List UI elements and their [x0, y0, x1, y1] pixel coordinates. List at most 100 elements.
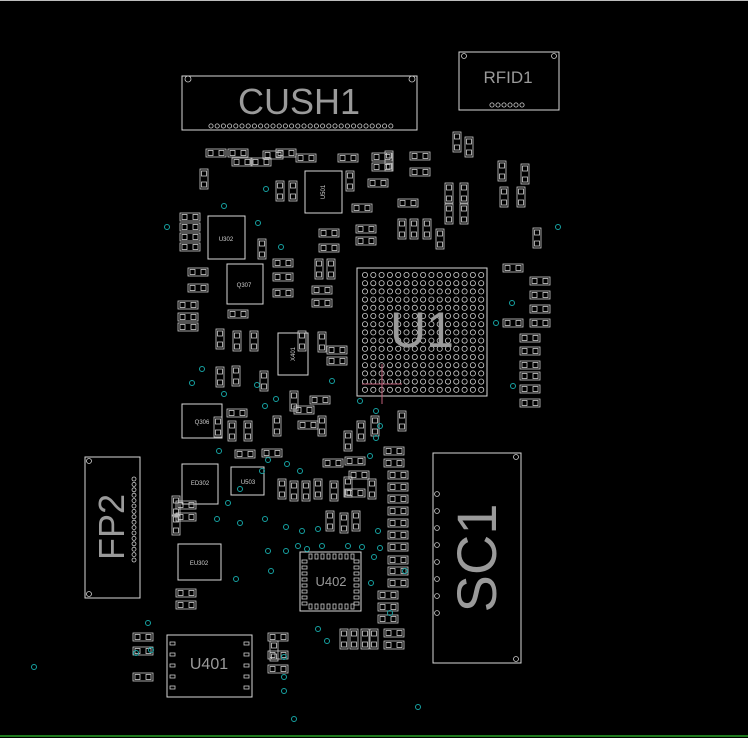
passive-part: [205, 148, 227, 158]
q306-footprint[interactable]: Q306: [181, 403, 223, 439]
pin: [434, 491, 440, 497]
bga-ball: [420, 362, 427, 369]
pin: [314, 553, 319, 560]
bga-ball: [386, 329, 393, 336]
bga-ball: [411, 280, 418, 287]
via: [357, 398, 363, 404]
bga-ball: [403, 321, 410, 328]
bga-ball: [428, 345, 435, 352]
pin: [251, 123, 257, 129]
via: [291, 716, 297, 722]
passive-part: [275, 148, 297, 158]
passive-part: [387, 555, 409, 565]
q306-label: Q306: [195, 420, 210, 426]
pin: [434, 593, 440, 599]
passive-part: [344, 456, 366, 466]
bga-ball: [395, 329, 402, 336]
via: [237, 486, 243, 492]
pin: [239, 123, 245, 129]
bga-ball: [469, 337, 476, 344]
bga-ball: [378, 345, 385, 352]
pin: [353, 559, 360, 564]
bga-ball: [444, 362, 451, 369]
bga-ball: [411, 337, 418, 344]
via: [281, 654, 287, 660]
passive-part: [269, 640, 279, 662]
bga-ball: [428, 304, 435, 311]
eu302-footprint[interactable]: EU302: [177, 543, 222, 581]
q307-footprint[interactable]: Q307: [226, 263, 264, 305]
bga-ball: [420, 386, 427, 393]
bga-ball: [478, 271, 485, 278]
bga-ball: [444, 329, 451, 336]
bga-ball: [395, 271, 402, 278]
pin: [131, 503, 137, 509]
bga-ball: [361, 353, 368, 360]
u503-footprint[interactable]: U503: [230, 466, 265, 496]
u302-footprint[interactable]: U302: [207, 215, 246, 260]
bga-ball: [361, 288, 368, 295]
passive-part: [356, 420, 366, 442]
pin: [131, 525, 137, 530]
bga-ball: [395, 337, 402, 344]
bga-ball: [461, 312, 468, 319]
bga-ball: [428, 353, 435, 360]
passive-part: [227, 420, 237, 442]
bga-ball: [420, 312, 427, 319]
pin: [301, 565, 308, 570]
passive-part: [348, 470, 370, 480]
bga-ball: [478, 337, 485, 344]
bga-ball: [478, 362, 485, 369]
bga-ball: [403, 337, 410, 344]
passive-part: [293, 405, 315, 415]
bga-ball: [436, 304, 443, 311]
via: [415, 704, 421, 710]
sc1-footprint[interactable]: SC1: [432, 452, 522, 664]
passive-part: [175, 500, 197, 510]
passive-part: [171, 514, 181, 536]
pin: [434, 610, 440, 616]
bga-ball: [395, 353, 402, 360]
pin: [353, 583, 360, 588]
passive-part: [349, 628, 359, 650]
via: [493, 320, 499, 326]
bga-ball: [361, 271, 368, 278]
via: [319, 543, 325, 549]
pin: [326, 553, 331, 560]
bga-ball: [386, 271, 393, 278]
via: [329, 378, 335, 384]
bga-ball: [395, 280, 402, 287]
passive-part: [309, 395, 331, 405]
bga-ball: [378, 329, 385, 336]
u402-footprint[interactable]: U402: [299, 551, 362, 612]
bga-ball: [378, 296, 385, 303]
bga-ball: [444, 337, 451, 344]
cush1-footprint[interactable]: CUSH1: [181, 75, 418, 131]
passive-part: [383, 628, 405, 638]
passive-part: [325, 510, 335, 532]
ed302-label: ED302: [191, 481, 210, 487]
x401-footprint[interactable]: X401: [277, 332, 309, 376]
u1-footprint[interactable]: U1: [356, 267, 488, 404]
bga-ball: [386, 353, 393, 360]
bga-ball: [428, 280, 435, 287]
bga-ball: [395, 345, 402, 352]
pin: [344, 603, 349, 610]
passive-part: [377, 602, 399, 612]
bga-ball: [469, 304, 476, 311]
u501-footprint[interactable]: U501: [304, 170, 343, 214]
rfid1-footprint[interactable]: RFID1: [458, 51, 560, 111]
ed302-footprint[interactable]: ED302: [181, 463, 219, 505]
bga-ball: [403, 304, 410, 311]
via: [315, 526, 321, 532]
u401-footprint[interactable]: U401: [166, 634, 253, 698]
passive-part: [177, 312, 199, 322]
fp2-footprint[interactable]: FP2: [84, 456, 141, 599]
bga-ball: [411, 312, 418, 319]
pin: [353, 601, 360, 606]
pin: [308, 553, 313, 560]
pin: [264, 123, 270, 129]
pin: [320, 603, 325, 610]
passive-part: [227, 148, 249, 158]
via: [283, 548, 289, 554]
